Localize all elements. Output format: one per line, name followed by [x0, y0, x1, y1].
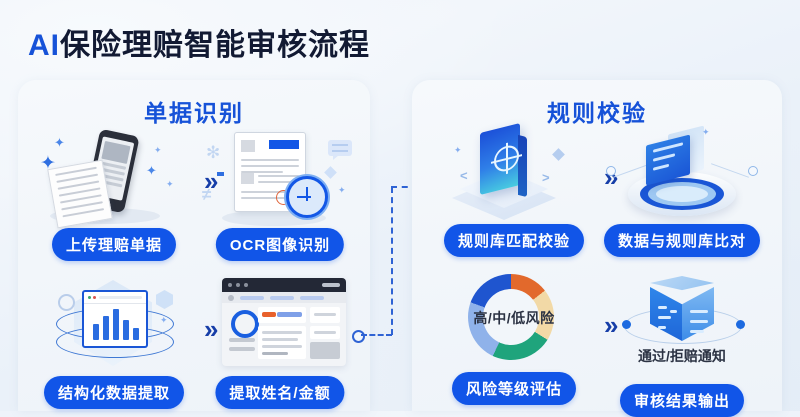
step-structured-data-extraction[interactable]: ✦ 结构化数据提取	[34, 276, 194, 409]
rule-card-side	[518, 134, 527, 198]
page-title-accent: AI	[28, 29, 60, 62]
disc-documents-icon: ✦	[602, 124, 762, 220]
connector-wire	[711, 163, 749, 178]
angle-bracket-icon: <	[460, 168, 468, 183]
diamond-decor-icon	[324, 166, 337, 179]
magnifier-plus-icon	[286, 176, 328, 218]
page-title: AI保险理赔智能审核流程	[28, 20, 370, 64]
risk-donut-chart	[468, 274, 554, 360]
sparkle-icon: ✦	[338, 185, 346, 195]
step-label-audit-result-output[interactable]: 审核结果输出	[619, 384, 745, 417]
result-caption: 通过/拒赔通知	[638, 348, 726, 364]
step-label-ocr-image-recognition[interactable]: OCR图像识别	[215, 228, 345, 261]
step-label-data-rule-compare[interactable]: 数据与规则库比对	[603, 224, 761, 257]
panel-title-document-recognition: 单据识别	[144, 100, 244, 126]
sparkle-icon: ✦	[454, 145, 462, 155]
dashboard-mock	[222, 278, 346, 366]
bar-chart-window-icon	[82, 290, 148, 348]
arrow-chevron-icon: »	[204, 314, 219, 344]
step-label-rule-library-match[interactable]: 规则库匹配校验	[443, 224, 585, 257]
panel-document-recognition: 单据识别 ✦ ✦ ✦ ✦ ✦ 上传理赔单据 » ✻ ≠	[18, 80, 370, 411]
step-rule-library-match[interactable]: < > ✦ 规则库匹配校验	[434, 123, 594, 257]
wire-node-icon	[748, 166, 758, 176]
orbit-node-icon	[622, 320, 631, 329]
sparkle-icon: ✦	[54, 135, 65, 150]
step-label-extract-name-amount[interactable]: 提取姓名/金额	[215, 376, 345, 409]
sparkle-icon: ✦	[146, 163, 157, 178]
arrow-chevron-icon: »	[604, 310, 619, 340]
angle-bracket-icon: >	[542, 170, 550, 185]
step-risk-level-assessment[interactable]: 高/中/低风险 风险等级评估	[434, 272, 594, 405]
page-title-text: 保险理赔智能审核流程	[60, 29, 370, 62]
sparkle-icon: ✦	[154, 145, 162, 155]
arrow-chevron-icon: »	[204, 166, 219, 196]
hash-decor-icon: ✻	[206, 143, 221, 162]
chat-bubble-icon	[328, 140, 352, 160]
disc-platform-icon	[628, 172, 736, 216]
dashboard-window-icon	[200, 276, 360, 372]
cube-icon	[650, 276, 714, 348]
step-ocr-image-recognition[interactable]: ✻ ≠ ✦ OCR图像识别	[200, 128, 360, 261]
connector-segment	[361, 334, 392, 336]
small-hexagon-icon	[156, 290, 173, 309]
document-magnifier-icon: ✻ ≠ ✦	[200, 128, 360, 226]
hex-shield-icon: ✦	[54, 276, 174, 372]
step-label-upload-claim-document[interactable]: 上传理赔单据	[51, 228, 177, 261]
small-ring-icon	[58, 294, 75, 311]
bar-chart-bars	[93, 306, 139, 340]
sparkle-icon: ✦	[702, 127, 710, 137]
sparkle-icon: ✦	[166, 179, 174, 189]
risk-donut-center-label: 高/中/低风险	[473, 310, 555, 326]
step-data-rule-compare[interactable]: ✦ 数据与规则库比对	[602, 124, 762, 257]
step-extract-name-amount[interactable]: 提取姓名/金额	[200, 276, 360, 409]
step-label-structured-data-extraction[interactable]: 结构化数据提取	[43, 376, 185, 409]
phone-document-icon: ✦ ✦ ✦ ✦ ✦	[34, 128, 194, 229]
hash-decor-icon: ≠	[202, 185, 212, 204]
diamond-decor-icon	[552, 148, 565, 161]
connector-segment	[391, 187, 393, 335]
wire-node-icon	[606, 166, 616, 176]
hex-bar-chart-icon: ✦	[34, 276, 194, 372]
connector-start-node	[352, 330, 365, 343]
step-upload-claim-document[interactable]: ✦ ✦ ✦ ✦ ✦ 上传理赔单据	[34, 128, 194, 261]
step-audit-result-output[interactable]: 通过/拒赔通知 审核结果输出	[602, 272, 762, 417]
iso-rule-card-icon: < > ✦	[434, 123, 594, 220]
diamond-decor-icon	[217, 172, 224, 176]
sparkle-icon: ✦	[160, 315, 168, 325]
server-cube-icon: 通过/拒赔通知	[602, 272, 762, 368]
risk-donut-icon: 高/中/低风险	[434, 272, 594, 368]
panel-title-rule-verification: 规则校验	[547, 100, 647, 126]
panel-rule-verification: 规则校验 < > ✦ 规则库匹配校验 » ✦	[412, 80, 782, 417]
paper-document-icon	[47, 159, 113, 229]
orbit-node-icon	[736, 320, 745, 329]
donut-indicator-icon	[231, 310, 259, 338]
step-label-risk-level-assessment[interactable]: 风险等级评估	[451, 372, 577, 405]
